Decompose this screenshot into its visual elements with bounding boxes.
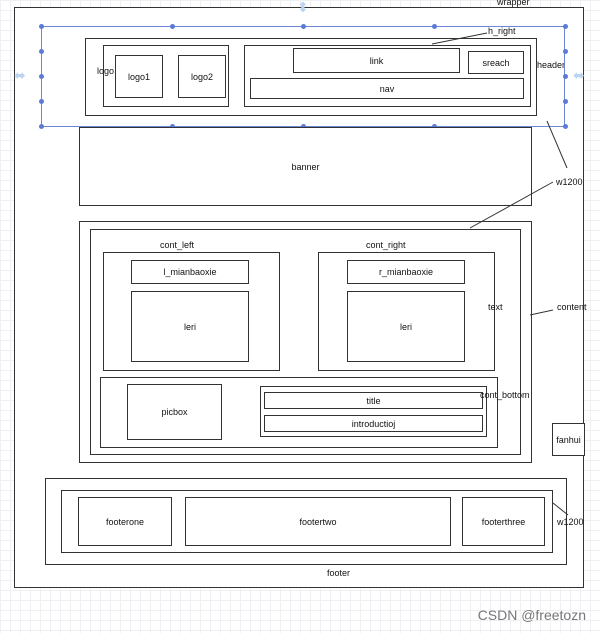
search-box: sreach [468,51,524,74]
title-box: title [264,392,483,409]
content-label: content [557,302,587,312]
selection-handle-top-left[interactable] [39,24,44,29]
selection-handle-left-3[interactable] [39,99,44,104]
selection-handle-top-right[interactable] [563,24,568,29]
cont-bottom-label: cont_bottom [480,390,530,400]
w1200-top-label: w1200 [556,177,583,187]
selection-handle-bottom-right[interactable] [563,124,568,129]
selection-handle-right-1[interactable] [563,49,568,54]
banner-box: banner [79,127,532,206]
leri-left-box: leri [131,291,249,362]
connector-w1200-top [546,120,568,169]
leri-right-box: leri [347,291,465,362]
watermark: CSDN @freetozn [477,607,586,623]
nav-box: nav [250,78,524,99]
fanhui-box: fanhui [552,423,585,456]
header-label: header [537,60,566,70]
w1200-bottom-label: w1200 [557,517,584,527]
text-label: text [488,302,503,312]
selection-handle-bottom-mid[interactable] [301,124,306,129]
cont-left-label: cont_left [160,240,195,250]
connector-h-right [431,32,488,45]
footertwo-box: footertwo [185,497,451,546]
selection-handle-top-3[interactable] [432,24,437,29]
resize-arrow-right-icon[interactable]: ⬌ [573,67,585,83]
selection-handle-right-mid[interactable] [563,74,568,79]
resize-arrow-left-icon[interactable]: ⬌ [14,67,26,83]
footer-label: footer [327,568,351,578]
resize-arrow-up-icon[interactable]: ⬍ [297,0,309,15]
selection-handle-right-3[interactable] [563,99,568,104]
introduction-box: introductioj [264,415,483,432]
selection-handle-bottom-left[interactable] [39,124,44,129]
logo1-box: logo1 [115,55,163,98]
selection-handle-bottom-1[interactable] [170,124,175,129]
connector-content [529,309,554,316]
cont-right-label: cont_right [366,240,406,250]
connector-w1200-bottom [552,502,569,516]
l-mianbaoxie-box: l_mianbaoxie [131,260,249,284]
connector-w1200-content [469,181,554,229]
footerthree-box: footerthree [462,497,545,546]
logo2-box: logo2 [178,55,226,98]
r-mianbaoxie-box: r_mianbaoxie [347,260,465,284]
selection-handle-top-mid[interactable] [301,24,306,29]
selection-handle-left-mid[interactable] [39,74,44,79]
link-box: link [293,48,460,73]
picbox-box: picbox [127,384,222,440]
selection-handle-bottom-3[interactable] [432,124,437,129]
wrapper-label: wrapper [497,0,530,7]
h-right-label: h_right [488,26,516,36]
footerone-box: footerone [78,497,172,546]
selection-handle-left-1[interactable] [39,49,44,54]
logo-label: logo [97,66,115,76]
selection-handle-top-1[interactable] [170,24,175,29]
